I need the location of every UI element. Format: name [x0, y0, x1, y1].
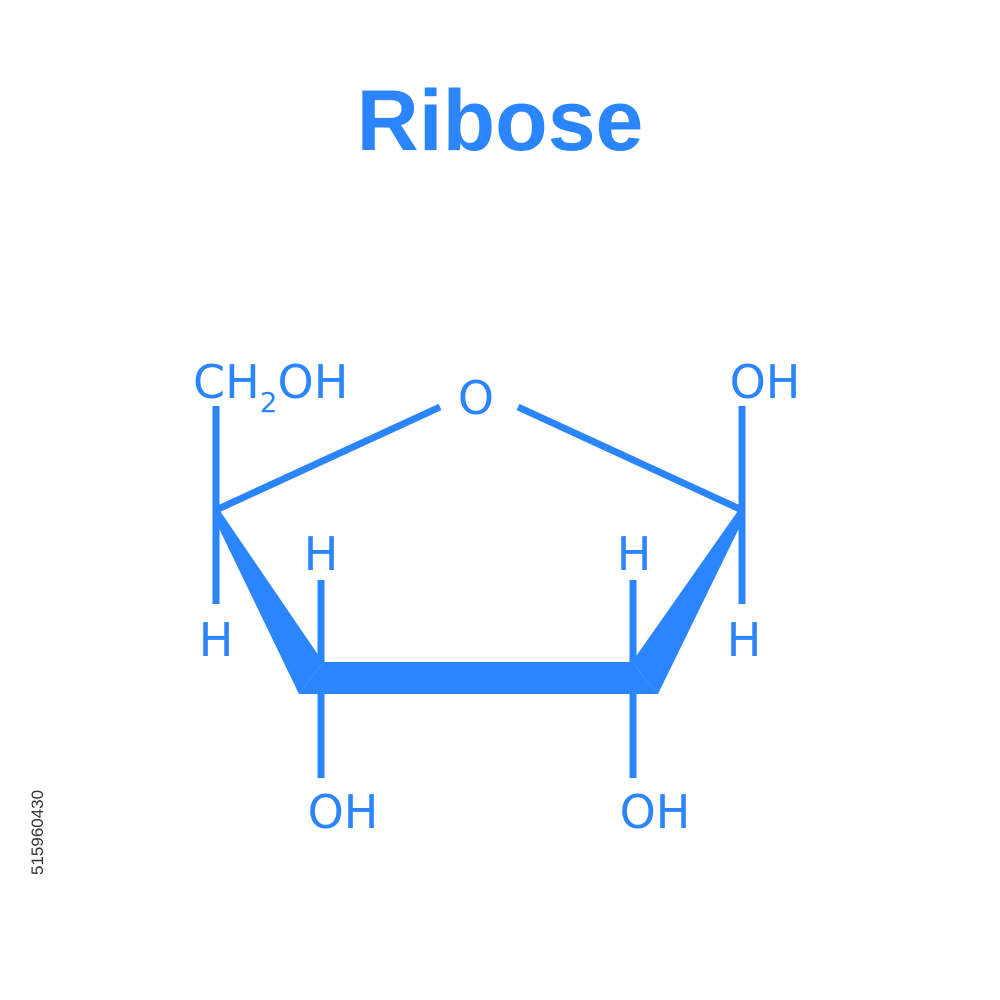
thick-bond-c3-c2: [299, 662, 658, 694]
c4-ch2oh-label: CH2OH: [193, 355, 348, 419]
c1-hydroxyl-label: OH: [730, 355, 801, 409]
ring-oxygen-label: O: [458, 371, 494, 425]
c1-hydrogen-label: H: [727, 613, 762, 667]
c2-hydrogen-label: H: [617, 527, 652, 581]
c3-hydroxyl-label: OH: [308, 785, 379, 839]
wedge-bond-c2-c1: [632, 508, 744, 694]
c2-hydroxyl-label: OH: [620, 785, 691, 839]
stock-id-caption: 515960430: [6, 765, 47, 875]
c3-hydrogen-label: H: [304, 527, 339, 581]
bond-c4-ring-oxygen: [214, 403, 442, 514]
bond-ring-oxygen-c1: [516, 403, 744, 514]
page-title: Ribose: [356, 73, 644, 169]
c4-hydrogen-label: H: [199, 613, 234, 667]
stock-id-text: 515960430: [28, 789, 47, 875]
wedge-bond-c4-c3: [214, 508, 323, 694]
